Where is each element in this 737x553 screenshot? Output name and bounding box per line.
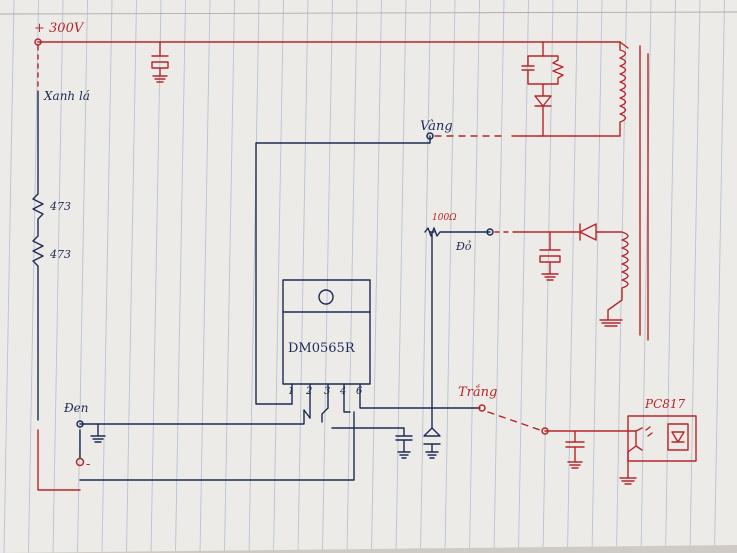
ruled-line [3,0,15,553]
vcc-wire [424,227,491,429]
label-pin-6: 6 [356,386,363,397]
ic-mounting-hole [318,289,334,305]
pin6-wire [359,403,481,409]
label-r1: 473 [49,200,71,213]
terminal-300v [34,38,42,46]
label-r2: 473 [49,248,71,261]
ruled-line [52,0,64,553]
ruled-line [420,0,431,553]
core-lines [639,45,649,341]
pc817-body [627,415,697,462]
drain-wire [255,135,431,405]
ruled-line [126,0,137,553]
vcc-zener [423,427,441,459]
ruled-line [346,0,358,553]
bottom-return [79,411,355,481]
terminal-do [486,228,494,236]
label-do: Đỏ [455,240,472,253]
ruled-line [224,0,235,553]
ruled-line [469,0,480,553]
terminal-vang [426,132,434,140]
ic-body [282,279,371,385]
pin4-wire [343,403,351,413]
red-ink-circuit [37,41,697,491]
ruled-line [371,0,382,553]
ground-symbol-1 [90,423,106,443]
terminal-opto [541,427,549,435]
ruled-line [591,0,603,553]
label-pin-3: 3 [324,386,330,397]
ground-wire [79,409,311,425]
label-trang: Trắng [458,384,497,400]
terminals [34,38,549,467]
label-xanh-la: Xanh lá [43,89,90,103]
ground-rail-left [37,429,81,491]
label-300v: + 300V [34,21,85,36]
margin-line [0,11,737,15]
terminal-minus [75,457,85,467]
ruled-line [273,0,284,553]
ruled-line [77,0,88,553]
label-pin-4: 4 [339,386,346,397]
ruled-line [199,0,211,553]
label-pc817: PC817 [644,397,686,411]
ruled-line [444,0,456,553]
feedback-circuit [544,430,629,469]
terminal-den [76,420,84,428]
ruled-line [518,0,529,553]
input-capacitor [151,41,169,83]
ruled-line [714,0,725,553]
pin3-wire [321,407,329,423]
primary-winding [619,41,627,137]
pc817-internals [619,423,689,485]
aux-circuit [514,223,629,327]
ruled-line [175,0,186,553]
label-den: Đen [63,401,89,415]
ruled-line [297,0,309,553]
label-pin-2: 2 [305,386,312,397]
ruled-line [322,0,333,553]
label-minus: - [86,457,90,472]
pin-cap-wire [331,427,413,459]
ruled-line [150,0,162,553]
label-ic: DM0565R [288,341,356,356]
ruled-line [395,0,407,553]
ruled-line [248,0,260,553]
ruled-line [567,0,578,553]
label-do-resistor: 100Ω [432,213,457,223]
ruled-line [101,0,113,553]
feedback-dashed [487,411,541,431]
snubber-network [521,41,564,137]
blue-ink-circuit [32,91,491,481]
label-vang: Vàng [420,119,453,134]
left-rail [32,91,44,421]
ruled-line [493,0,505,553]
label-pin-1: 1 [288,386,294,397]
ic-pins [291,383,361,419]
ruled-line [28,0,39,553]
terminal-trang [478,404,486,412]
